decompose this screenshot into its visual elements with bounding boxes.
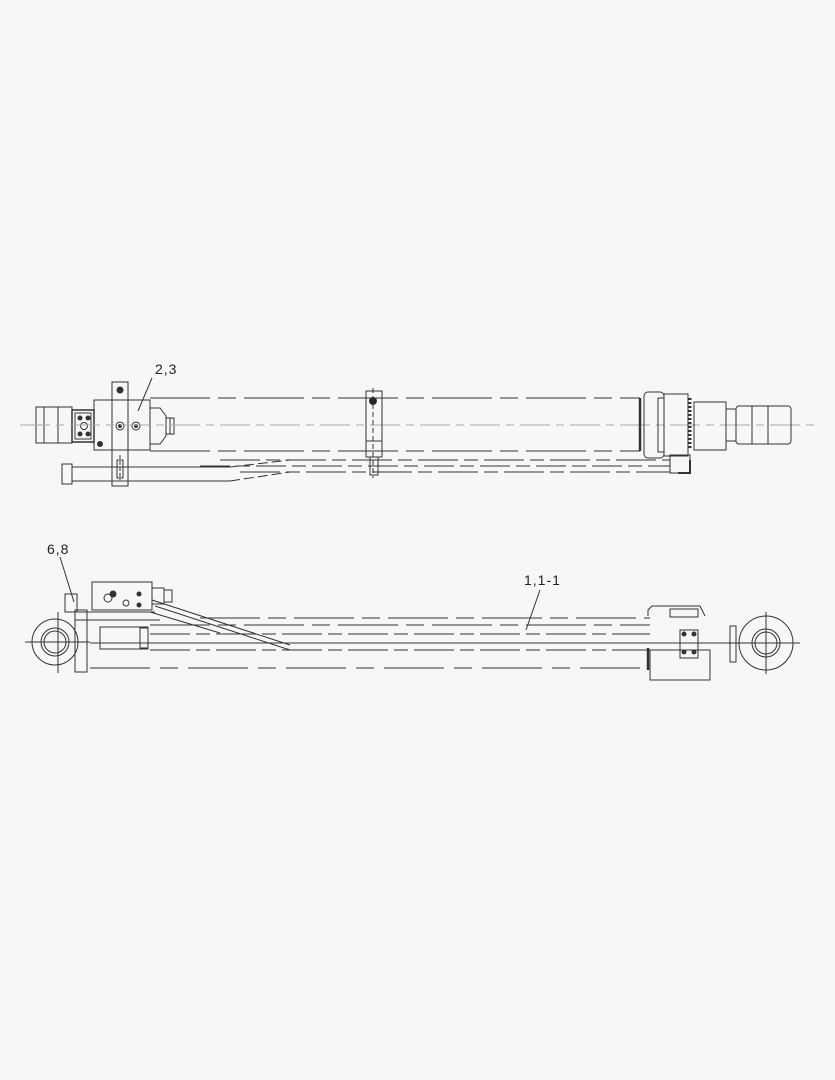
callout-1-1-1[interactable]: 1,1-1 — [524, 572, 561, 588]
leader-6-8 — [59, 556, 75, 603]
top-view — [20, 381, 815, 487]
callout-2-3[interactable]: 2,3 — [155, 361, 178, 377]
callout-6-8[interactable]: 6,8 — [47, 541, 70, 557]
leader-2-3 — [137, 377, 153, 412]
side-view — [25, 581, 800, 681]
leader-1-1-1 — [525, 589, 541, 631]
